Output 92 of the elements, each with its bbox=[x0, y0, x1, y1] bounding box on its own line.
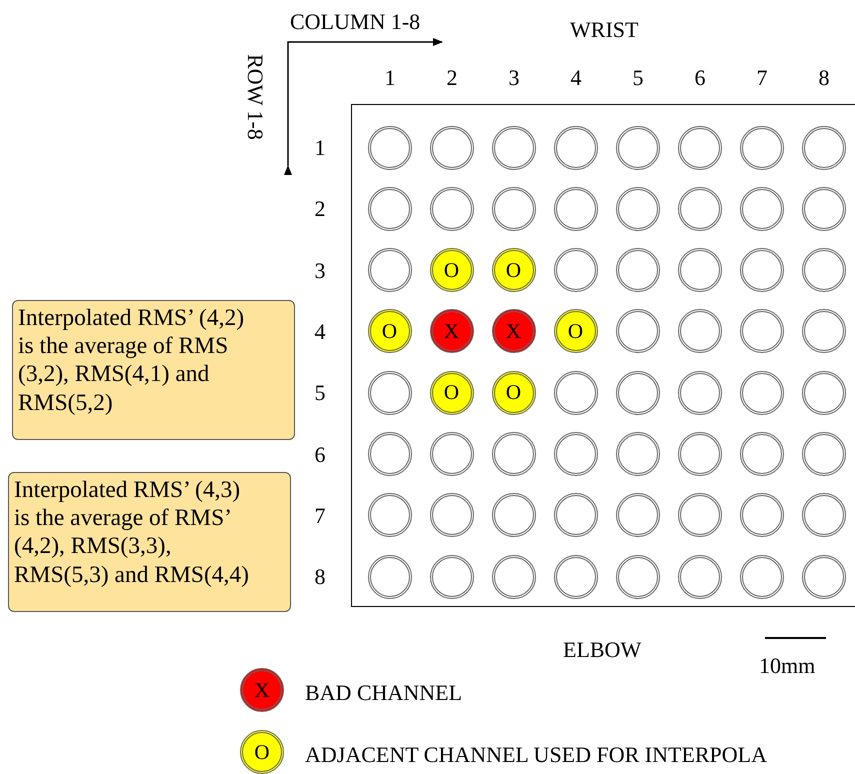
electrode-circle bbox=[802, 186, 846, 231]
electrode-circle bbox=[368, 432, 412, 476]
electrode-circle bbox=[368, 186, 412, 231]
electrode-circle bbox=[554, 370, 598, 415]
row-number: 6 bbox=[314, 444, 326, 466]
side-label: WRIST bbox=[570, 19, 638, 41]
electrode-circle: X bbox=[430, 309, 474, 354]
electrode-circle bbox=[678, 309, 722, 354]
electrode-circle bbox=[740, 248, 784, 292]
row-number: 1 bbox=[314, 137, 326, 159]
electrode-circle bbox=[368, 248, 412, 292]
column-number: 1 bbox=[384, 67, 396, 89]
electrode-circle bbox=[554, 248, 598, 292]
electrode-circle bbox=[616, 248, 660, 292]
legend-swatch: O bbox=[240, 730, 284, 774]
column-number: 8 bbox=[818, 67, 830, 89]
electrode-circle bbox=[492, 126, 536, 170]
electrode-circle bbox=[802, 126, 846, 170]
note-box: Interpolated RMS’ (4,2) is the average of RMS (3,2), RMS(4,1) and RMS(5,2) bbox=[12, 300, 295, 440]
electrode-circle bbox=[554, 493, 598, 538]
electrode-circle bbox=[554, 126, 598, 170]
electrode-circle: O bbox=[430, 248, 474, 292]
electrode-circle bbox=[678, 493, 722, 538]
column-number: 4 bbox=[570, 67, 582, 89]
electrode-circle bbox=[368, 370, 412, 415]
column-number: 2 bbox=[446, 67, 458, 89]
electrode-circle bbox=[368, 126, 412, 170]
electrode-circle bbox=[678, 186, 722, 231]
electrode-circle bbox=[616, 493, 660, 538]
electrode-circle bbox=[616, 186, 660, 231]
axis-label: ROW 1-8 bbox=[244, 54, 266, 140]
electrode-circle bbox=[430, 432, 474, 476]
electrode-circle bbox=[802, 432, 846, 476]
electrode-circle bbox=[616, 554, 660, 599]
legend-text: BAD CHANNEL bbox=[305, 682, 462, 704]
electrode-circle bbox=[678, 370, 722, 415]
electrode-circle bbox=[740, 432, 784, 476]
electrode-circle bbox=[368, 493, 412, 538]
electrode-circle bbox=[802, 248, 846, 292]
electrode-circle bbox=[430, 186, 474, 231]
electrode-circle bbox=[430, 554, 474, 599]
note-box: Interpolated RMS’ (4,3) is the average of RMS’ (4,2), RMS(3,3), RMS(5,3) and RMS(4,4) bbox=[8, 472, 291, 612]
electrode-circle bbox=[678, 126, 722, 170]
column-number: 6 bbox=[694, 67, 706, 89]
electrode-circle bbox=[430, 126, 474, 170]
electrode-circle bbox=[740, 554, 784, 599]
electrode-circle: X bbox=[492, 309, 536, 354]
electrode-circle bbox=[740, 186, 784, 231]
electrode-circle bbox=[802, 554, 846, 599]
row-number: 8 bbox=[314, 566, 326, 588]
side-label: ELBOW bbox=[563, 639, 642, 661]
electrode-circle bbox=[678, 248, 722, 292]
electrode-circle bbox=[740, 370, 784, 415]
column-number: 3 bbox=[508, 67, 520, 89]
legend-swatch: X bbox=[240, 668, 284, 712]
electrode-circle bbox=[616, 432, 660, 476]
column-number: 5 bbox=[632, 67, 644, 89]
electrode-circle: O bbox=[492, 248, 536, 292]
electrode-circle: O bbox=[554, 309, 598, 354]
legend-text: ADJACENT CHANNEL USED FOR INTERPOLA bbox=[305, 744, 768, 766]
electrode-circle bbox=[554, 432, 598, 476]
electrode-circle bbox=[616, 126, 660, 170]
electrode-circle bbox=[740, 126, 784, 170]
row-number: 7 bbox=[314, 504, 326, 527]
electrode-circle bbox=[740, 493, 784, 538]
scale-label: 10mm bbox=[759, 655, 816, 677]
row-number: 2 bbox=[314, 198, 326, 220]
electrode-circle bbox=[678, 432, 722, 476]
electrode-circle: O bbox=[368, 309, 412, 354]
electrode-circle bbox=[430, 493, 474, 538]
electrode-circle bbox=[616, 370, 660, 415]
row-number: 5 bbox=[314, 382, 326, 404]
electrode-circle bbox=[678, 554, 722, 599]
electrode-grid bbox=[351, 104, 855, 607]
electrode-circle bbox=[492, 186, 536, 231]
electrode-circle bbox=[802, 309, 846, 354]
row-number: 4 bbox=[314, 320, 326, 343]
electrode-circle bbox=[492, 493, 536, 538]
electrode-circle bbox=[492, 432, 536, 476]
axis-label: COLUMN 1-8 bbox=[290, 11, 420, 33]
electrode-circle bbox=[554, 186, 598, 231]
electrode-circle: O bbox=[430, 370, 474, 415]
electrode-circle bbox=[492, 554, 536, 599]
electrode-circle bbox=[554, 554, 598, 599]
electrode-circle: O bbox=[492, 370, 536, 415]
column-number: 7 bbox=[756, 67, 768, 89]
electrode-circle bbox=[616, 309, 660, 354]
electrode-circle bbox=[368, 554, 412, 599]
electrode-circle bbox=[740, 309, 784, 354]
electrode-circle bbox=[802, 493, 846, 538]
row-number: 3 bbox=[314, 260, 326, 282]
electrode-circle bbox=[802, 370, 846, 415]
